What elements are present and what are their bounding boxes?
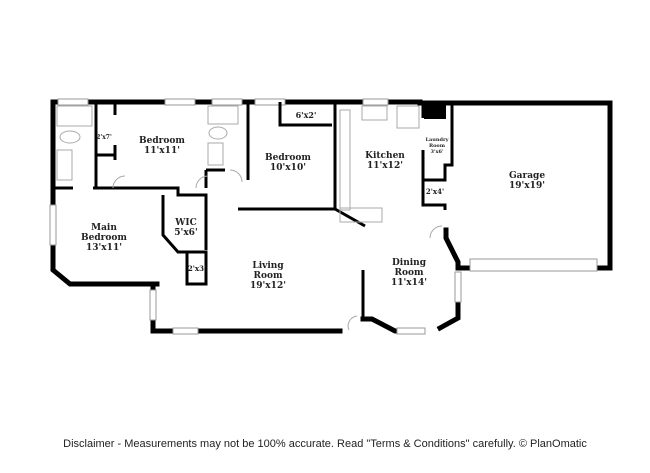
dining-size: 11'x14' — [391, 278, 427, 288]
wic-name: WIC — [174, 218, 196, 228]
bedroom2-name: Bedroom — [265, 153, 311, 163]
dining-name2: Room — [394, 268, 423, 278]
wic-size: 5'x6' — [174, 228, 197, 238]
kitchen-name: Kitchen — [365, 151, 405, 161]
fixtures — [56, 105, 443, 331]
garage-name: Garage — [509, 171, 545, 181]
disclaimer: Disclaimer - Measurements may not be 100… — [63, 438, 587, 450]
chimney — [424, 103, 446, 119]
bedroom1-name: Bedroom — [139, 136, 185, 146]
garage-size: 19'x19' — [509, 181, 545, 191]
kitchen-size: 11'x12' — [367, 161, 403, 171]
living-name2: Room — [253, 271, 282, 281]
exterior-walls — [50, 99, 613, 334]
main-bedroom-name2: Bedroom — [81, 233, 127, 243]
laundry-name1: Laundry — [425, 137, 449, 143]
room-labels: Bedroom 11'x11' 2'x7' Bedroom 10'x10' 6'… — [81, 110, 545, 291]
windows — [49, 98, 598, 335]
closet2-size: 6'x2' — [296, 110, 317, 120]
garage-door — [469, 258, 598, 272]
dining-name1: Dining — [392, 258, 427, 268]
laundry-size: 3'x6' — [430, 149, 443, 155]
main-bedroom-size: 13'x11' — [86, 243, 122, 253]
laundry-name2: Room — [429, 143, 446, 149]
living-name1: Living — [252, 261, 284, 271]
closet4-size: 2'x4' — [426, 187, 444, 196]
main-bedroom-name1: Main — [91, 223, 117, 233]
closet1-size: 2'x7' — [96, 134, 112, 141]
bedroom2-size: 10'x10' — [270, 163, 306, 173]
living-size: 19'x12' — [250, 281, 286, 291]
bedroom1-size: 11'x11' — [144, 146, 180, 156]
closet3-size: 2'x3' — [188, 264, 206, 273]
